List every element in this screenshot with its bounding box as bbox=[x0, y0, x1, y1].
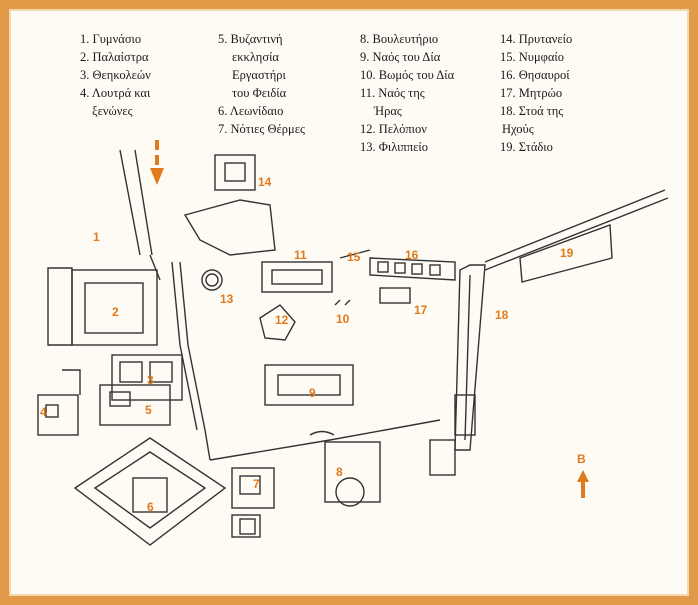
baths bbox=[37, 394, 79, 436]
marker-philippeion: 13 bbox=[220, 292, 234, 306]
gymnasium-edge bbox=[149, 254, 161, 281]
north-label: Β bbox=[577, 452, 586, 466]
prytaneion bbox=[214, 154, 256, 191]
marker-palaestra: 2 bbox=[112, 305, 119, 319]
marker-nymphaeum: 15 bbox=[347, 250, 361, 264]
gymnasium-wall bbox=[119, 149, 153, 256]
workshop-pheidias bbox=[99, 384, 171, 426]
legend-item: 19. Στάδιο bbox=[500, 140, 553, 154]
legend-column-4: 14. Πρυτανείο 15. Νυμφαίο 16. Θησαυροί 1… bbox=[500, 30, 572, 156]
legend-item: ξενώνες bbox=[92, 104, 133, 118]
altis-wall-south bbox=[209, 419, 441, 461]
legend-item: του Φειδία bbox=[232, 86, 287, 100]
legend-item: 13. Φιλιππείο bbox=[360, 140, 429, 154]
north-arrow bbox=[577, 470, 589, 498]
theokoleon bbox=[111, 354, 183, 401]
legend-item: 9. Ναός του Δία bbox=[360, 50, 441, 64]
marker-metroon: 17 bbox=[414, 303, 428, 317]
leonidaion bbox=[73, 437, 227, 546]
marker-altar-zeus: 10 bbox=[336, 312, 350, 326]
marker-bouleuterion: 8 bbox=[336, 465, 343, 479]
marker-treasuries: 16 bbox=[405, 248, 419, 262]
legend-item: 11. Ναός της bbox=[360, 86, 425, 100]
marker-pelopion: 12 bbox=[275, 313, 289, 327]
legend-item: 16. Θησαυροί bbox=[500, 68, 570, 82]
philippeion bbox=[201, 269, 223, 291]
legend-item: 3. Θεηκολεών bbox=[80, 68, 151, 82]
south-baths bbox=[231, 467, 275, 509]
legend-item: εκκλησία bbox=[232, 50, 279, 64]
pelopion bbox=[259, 304, 296, 341]
nymphaeum bbox=[339, 249, 371, 259]
legend-item: 17. Μητρώο bbox=[500, 86, 563, 100]
metroon bbox=[379, 287, 411, 304]
bouleuterion bbox=[324, 441, 381, 503]
marker-leonidaion: 6 bbox=[147, 500, 154, 514]
map-paper bbox=[9, 9, 689, 596]
legend-item: Εργαστήρι bbox=[232, 68, 286, 82]
marker-temple-zeus: 9 bbox=[309, 386, 316, 400]
marker-temple-hera: 11 bbox=[294, 248, 307, 262]
legend-item: 6. Λεωνίδαιο bbox=[218, 104, 284, 118]
legend-item: Ηχούς bbox=[502, 122, 534, 136]
legend-item: 8. Βουλευτήριο bbox=[360, 32, 439, 46]
legend-item: 2. Παλαίστρα bbox=[80, 50, 149, 64]
legend-item: Ήρας bbox=[374, 104, 402, 118]
altis-wall-west bbox=[179, 261, 211, 461]
legend-column-3: 8. Βουλευτήριο 9. Ναός του Δία 10. Βωμός… bbox=[360, 30, 454, 156]
legend-column-2: 5. Βυζαντινή εκκλησία Εργαστήρι του Φειδ… bbox=[218, 30, 305, 138]
legend-item: 4. Λουτρά και bbox=[80, 86, 151, 100]
stadium bbox=[484, 189, 669, 271]
legend-item: 1. Γυμνάσιο bbox=[80, 32, 142, 46]
legend-item: 12. Πελόπιον bbox=[360, 122, 427, 136]
treasuries bbox=[369, 257, 456, 281]
marker-prytaneion: 14 bbox=[258, 175, 272, 189]
marker-stadium: 19 bbox=[560, 246, 574, 260]
marker-baths: 4 bbox=[40, 405, 47, 419]
marker-echo-stoa: 18 bbox=[495, 308, 509, 322]
temple-hera bbox=[261, 261, 333, 293]
echo-stoa bbox=[454, 264, 486, 451]
marker-gymnasium: 1 bbox=[93, 230, 100, 244]
legend-item: 15. Νυμφαίο bbox=[500, 50, 565, 64]
legend-item: 5. Βυζαντινή bbox=[218, 32, 283, 46]
temple-zeus bbox=[264, 364, 354, 406]
legend-item: 14. Πρυτανείο bbox=[500, 32, 573, 46]
legend-item: 18. Στοά της bbox=[500, 104, 564, 118]
entrance-arrow bbox=[150, 140, 164, 185]
marker-south-baths: 7 bbox=[253, 477, 260, 491]
marker-workshop: 5 bbox=[145, 403, 152, 417]
legend-column-1: 1. Γυμνάσιο 2. Παλαίστρα 3. Θεηκολεών 4.… bbox=[80, 30, 151, 120]
legend-item: 7. Νότιες Θέρμες bbox=[218, 122, 305, 136]
legend-item: 10. Βωμός του Δία bbox=[360, 68, 455, 82]
marker-theokoleon: 3 bbox=[147, 373, 154, 387]
altar-zeus bbox=[334, 299, 351, 306]
